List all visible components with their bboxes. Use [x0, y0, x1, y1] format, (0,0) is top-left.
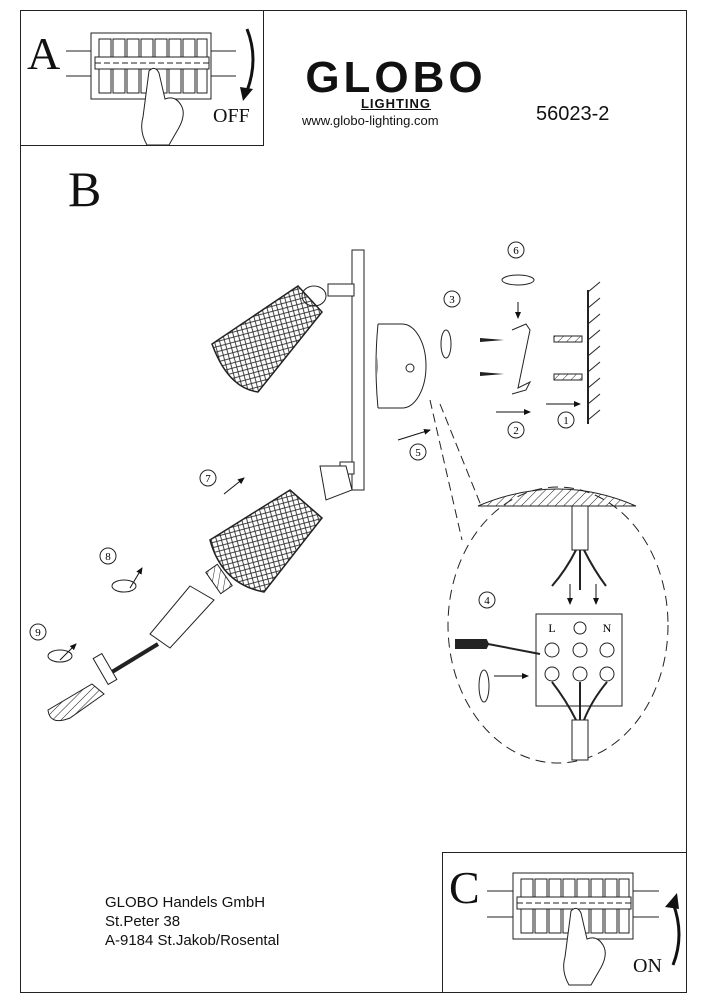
website-url: www.globo-lighting.com [302, 113, 439, 128]
wall-hatching [587, 281, 601, 421]
ceiling-hatching [477, 488, 637, 507]
bracket-screws [480, 338, 504, 376]
company-address: GLOBO Handels GmbH St.Peter 38 A-9184 St… [105, 893, 279, 950]
lamp-socket [319, 465, 353, 501]
hand-icon [563, 907, 606, 986]
brand-name: GLOBO [305, 53, 487, 102]
curved-arrow-down-icon [245, 28, 255, 92]
switch-state-off: OFF [213, 105, 250, 127]
supply-cable [571, 505, 589, 551]
step-1: 1 [563, 415, 569, 427]
company-street: St.Peter 38 [105, 913, 181, 930]
page-frame [20, 10, 687, 993]
wiring-detail-callout [447, 486, 669, 764]
step-c-panel: C ON [442, 852, 687, 993]
step-c-letter: C [449, 862, 480, 913]
step-number-labels: 1 2 3 4 5 6 7 8 9 [29, 241, 575, 641]
bulb-removal-tool [149, 585, 215, 649]
shade-ring [205, 563, 233, 595]
breaker-on-illustration [487, 872, 681, 986]
step-a-letter: A [27, 28, 61, 79]
step-2: 2 [513, 425, 519, 437]
step-b-letter: B [68, 161, 102, 217]
step-8: 8 [105, 551, 111, 563]
step-4: 4 [484, 595, 490, 607]
hand-icon [141, 67, 184, 146]
brand-logo: GLOBO LIGHTING [300, 53, 492, 112]
step-6: 6 [513, 245, 519, 257]
mounting-bracket [511, 323, 532, 395]
terminal-live-label: L [548, 621, 555, 635]
fixture-cable [571, 719, 589, 761]
breaker-modules [94, 38, 210, 94]
earth-symbol-icon [573, 621, 587, 635]
step-7: 7 [205, 473, 211, 485]
terminal-screws [544, 642, 615, 682]
lower-glass-shade [209, 489, 324, 593]
wall-plugs [553, 335, 583, 381]
screw-icon [405, 363, 415, 373]
terminal-neutral-label: N [603, 621, 612, 635]
brand-subtitle: LIGHTING [360, 96, 432, 111]
step-a-panel: A OFF [20, 10, 264, 146]
curved-arrow-up-icon [671, 902, 681, 966]
g9-bulb-icon [47, 683, 105, 722]
screwdriver-icon [455, 639, 541, 655]
step-3: 3 [449, 294, 455, 306]
breaker-off-illustration [66, 28, 255, 146]
mounting-bar [351, 249, 365, 491]
model-number: 56023-2 [536, 103, 610, 125]
company-city: A-9184 St.Jakob/Rosental [105, 932, 280, 949]
switch-state-on: ON [633, 955, 662, 977]
step-9: 9 [35, 627, 41, 639]
step-5: 5 [415, 447, 421, 459]
upper-glass-shade [211, 285, 323, 393]
company-name: GLOBO Handels GmbH [105, 894, 266, 911]
